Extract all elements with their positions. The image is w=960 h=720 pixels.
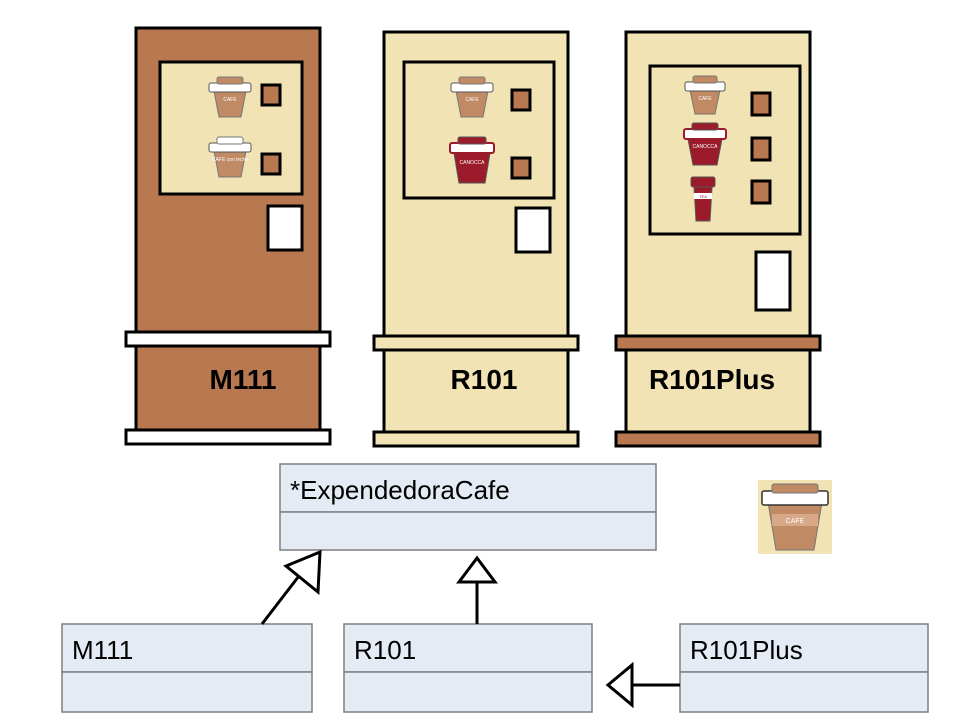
- machine-r101plus-button-3: [750, 179, 772, 205]
- machine-r101plus-panel: [648, 64, 802, 236]
- cup-label: CAFE: [465, 97, 479, 103]
- machine-r101-cup-2: CANOCCA: [449, 136, 495, 184]
- machine-m111: CAFE CAFE con leche M111: [124, 26, 332, 446]
- uml-class-r101: R101: [343, 623, 593, 713]
- inheritance-arrow-m111: [260, 549, 322, 625]
- machine-r101-foot: [372, 430, 580, 448]
- machine-m111-label: M111: [210, 364, 277, 395]
- machine-m111-shelf: [124, 330, 332, 348]
- coffee-cup-icon-label: CAFE: [786, 518, 805, 525]
- machine-r101plus-slot: [754, 250, 792, 312]
- machine-r101plus-cup-3: TEA: [690, 176, 716, 222]
- machine-m111-button-2: [260, 152, 282, 176]
- machine-r101plus-cup-1: CAFE: [684, 75, 726, 115]
- uml-class-m111-name: M111: [72, 635, 133, 665]
- coffee-cup-icon: CAFE: [758, 480, 832, 554]
- machine-r101-cup-1: CAFE: [450, 76, 494, 118]
- machine-r101-button-2: [510, 156, 532, 180]
- machine-r101-base: [382, 348, 570, 434]
- uml-class-r101-name-box: [343, 623, 593, 673]
- cup-label: CANOCCA: [459, 160, 485, 166]
- uml-class-expendedoracafe-attributes-box: [279, 511, 657, 551]
- cup-label: TEA: [699, 194, 707, 199]
- machine-r101-label: R101: [451, 364, 518, 395]
- inheritance-arrow-r101: [456, 555, 498, 624]
- cup-label: CAFE: [223, 97, 237, 103]
- uml-class-m111: M111: [61, 623, 313, 713]
- uml-class-r101plus-name: R101Plus: [690, 635, 803, 665]
- cup-label: CAFE: [698, 96, 712, 102]
- inheritance-arrow-r101plus: [605, 661, 680, 709]
- machine-r101-button-1: [510, 88, 532, 112]
- machine-r101plus-label: R101Plus: [649, 364, 775, 395]
- uml-class-r101plus-attributes-box: [679, 671, 929, 713]
- uml-class-r101plus: R101Plus: [679, 623, 929, 713]
- uml-class-r101-attributes-box: [343, 671, 593, 713]
- cup-label: CANOCCA: [692, 144, 718, 150]
- machine-m111-cup-1: CAFE: [208, 76, 252, 118]
- machine-r101plus-button-2: [750, 136, 772, 162]
- machine-r101plus-foot: [614, 430, 822, 448]
- uml-class-m111-name-box: [61, 623, 313, 673]
- uml-class-expendedoracafe-name-box: [279, 463, 657, 513]
- machine-m111-slot: [266, 204, 304, 252]
- machine-r101-shelf: [372, 334, 580, 352]
- machine-m111-foot: [124, 428, 332, 446]
- machine-r101plus-shelf: [614, 334, 822, 352]
- machine-r101plus-cup-2: CANOCCA: [683, 122, 727, 166]
- machine-m111-cup-2: CAFE con leche: [208, 136, 252, 178]
- inheritance-arrowhead: [456, 555, 498, 584]
- cup-label: CAFE con leche: [212, 157, 248, 163]
- uml-class-r101plus-name-box: [679, 623, 929, 673]
- inheritance-arrowhead: [605, 661, 634, 709]
- machine-r101-slot: [514, 206, 552, 254]
- uml-class-expendedoracafe: *ExpendedoraCafe: [279, 463, 657, 551]
- machine-m111-base: [134, 344, 322, 432]
- machine-r101plus-button-1: [750, 91, 772, 117]
- uml-class-r101-name: R101: [354, 635, 416, 665]
- machine-m111-button-1: [260, 83, 282, 107]
- machine-r101plus: CAFE CANOCCA TEA R101Plus: [614, 30, 822, 448]
- machine-r101: CAFE CANOCCA R101: [372, 30, 580, 448]
- inheritance-arrowhead: [283, 549, 322, 596]
- uml-class-expendedoracafe-name: *ExpendedoraCafe: [290, 475, 510, 505]
- uml-class-m111-attributes-box: [61, 671, 313, 713]
